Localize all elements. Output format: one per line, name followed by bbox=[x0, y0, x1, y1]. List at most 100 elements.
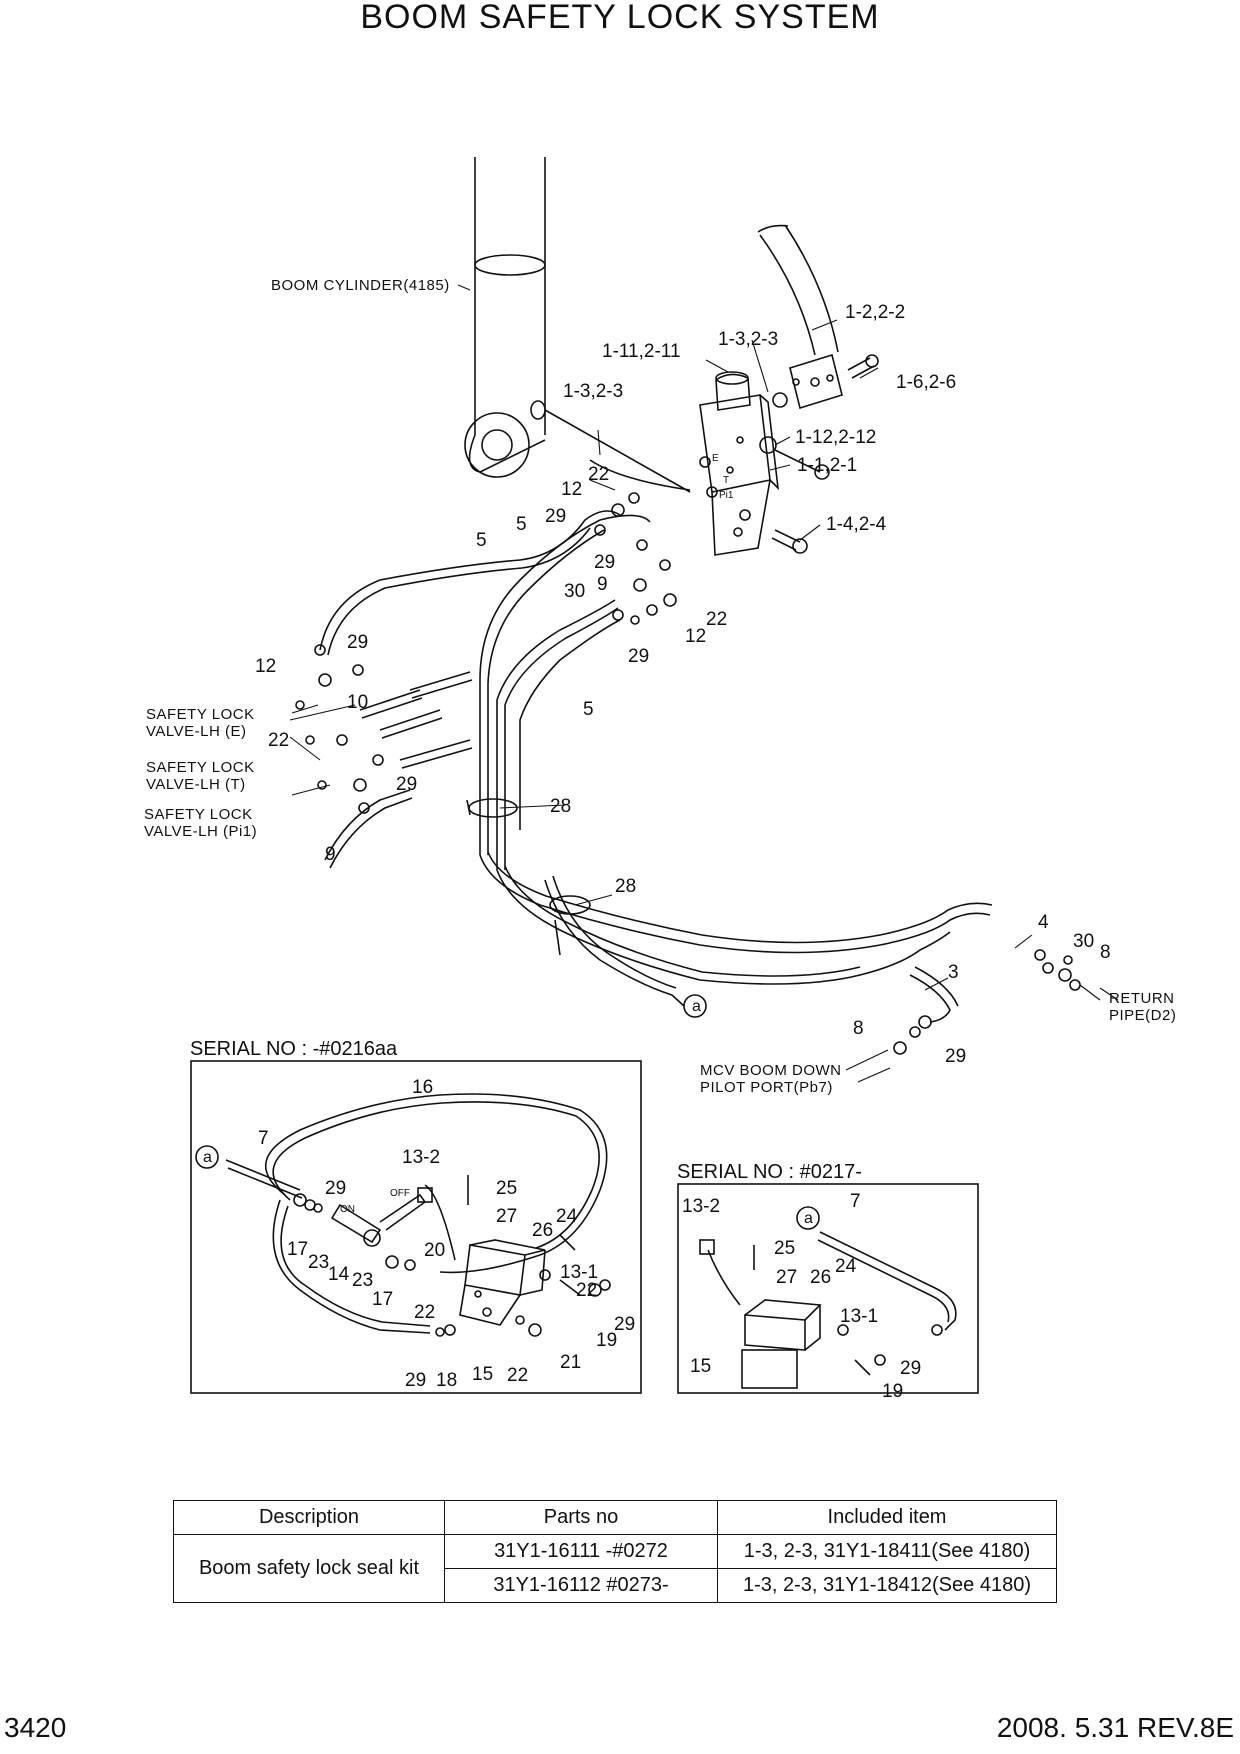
header-included: Included item bbox=[717, 1500, 1057, 1535]
cell-included-1: 1-3, 2-3, 31Y1-18411(See 4180) bbox=[717, 1534, 1057, 1569]
callout-18: 18 bbox=[436, 1370, 457, 1391]
callout-1-12: 1-12,2-12 bbox=[795, 427, 876, 448]
callout-21: 21 bbox=[560, 1352, 581, 1373]
callout-8-right: 8 bbox=[1100, 942, 1111, 963]
callout-22-inset-l: 22 bbox=[414, 1302, 435, 1323]
header-parts-no: Parts no bbox=[444, 1500, 718, 1535]
serial-left: SERIAL NO : -#0216aa bbox=[190, 1038, 398, 1060]
callout-4: 4 bbox=[1038, 912, 1049, 933]
callout-26-left: 26 bbox=[532, 1220, 553, 1241]
callout-12-right: 12 bbox=[685, 626, 706, 647]
callout-1-1: 1-1,2-1 bbox=[797, 455, 857, 476]
callout-1-4: 1-4,2-4 bbox=[826, 514, 887, 535]
callout-29-inset: 29 bbox=[325, 1178, 346, 1199]
callout-23-a: 23 bbox=[308, 1252, 329, 1273]
callout-29-mcv: 29 bbox=[945, 1046, 966, 1067]
callout-13-2-right: 13-2 bbox=[682, 1196, 720, 1217]
callout-22-inset-r: 22 bbox=[576, 1280, 597, 1301]
callout-10: 10 bbox=[347, 692, 368, 713]
callout-17-b: 17 bbox=[372, 1289, 393, 1310]
label-safety-pi-2: VALVE-LH (Pi1) bbox=[144, 823, 257, 840]
callout-13-1-left: 13-1 bbox=[560, 1262, 598, 1283]
callout-5-low: 5 bbox=[583, 699, 594, 720]
callout-13-1-right: 13-1 bbox=[840, 1306, 878, 1327]
fittings bbox=[295, 492, 1081, 1055]
callout-1-2: 1-2,2-2 bbox=[845, 302, 905, 323]
callout-9-low: 9 bbox=[325, 844, 336, 865]
callout-9-mid: 9 bbox=[597, 574, 608, 595]
callout-5-left: 5 bbox=[476, 530, 487, 551]
label-boom-cylinder: BOOM CYLINDER(4185) bbox=[271, 277, 450, 294]
callout-15-left: 15 bbox=[472, 1364, 493, 1385]
callout-1-6: 1-6,2-6 bbox=[896, 372, 956, 393]
callout-22-inset-b: 22 bbox=[507, 1365, 528, 1386]
label-return-2: PIPE(D2) bbox=[1109, 1007, 1176, 1024]
callout-16: 16 bbox=[412, 1077, 433, 1098]
label-safety-t-1: SAFETY LOCK bbox=[146, 759, 255, 776]
callout-7-right: 7 bbox=[850, 1191, 861, 1212]
label-circle-a-left: a bbox=[203, 1149, 212, 1166]
callout-17-a: 17 bbox=[287, 1239, 308, 1260]
label-circle-a-right: a bbox=[804, 1210, 813, 1227]
callout-25-right: 25 bbox=[774, 1238, 795, 1259]
callout-7-left: 7 bbox=[258, 1128, 269, 1149]
callout-28-upper: 28 bbox=[550, 796, 571, 817]
leader-lines bbox=[289, 284, 1119, 1083]
label-safety-t-2: VALVE-LH (T) bbox=[146, 776, 246, 793]
label-mcv-1: MCV BOOM DOWN bbox=[700, 1062, 842, 1079]
callout-12-left: 12 bbox=[255, 656, 276, 677]
callout-24-right: 24 bbox=[835, 1256, 857, 1277]
callout-13-2-left: 13-2 bbox=[402, 1147, 440, 1168]
cell-parts-no-2: 31Y1-16112 #0273- bbox=[444, 1568, 718, 1603]
callout-29-low: 29 bbox=[396, 774, 417, 795]
callout-28-lower: 28 bbox=[615, 876, 636, 897]
callout-30-mid: 30 bbox=[564, 581, 585, 602]
callouts: 1-2,2-2 1-3,2-3 1-11,2-11 1-6,2-6 1-3,2-… bbox=[144, 277, 1176, 1402]
callout-27-left: 27 bbox=[496, 1206, 517, 1227]
callout-22-top: 22 bbox=[588, 464, 609, 485]
callout-1-3-left: 1-3,2-3 bbox=[563, 381, 623, 402]
callout-22-left: 22 bbox=[268, 730, 289, 751]
cell-parts-no-1: 31Y1-16111 -#0272 bbox=[444, 1534, 718, 1569]
inset-right bbox=[677, 1183, 979, 1394]
callout-30-right: 30 bbox=[1073, 931, 1094, 952]
callout-29-left: 29 bbox=[347, 632, 368, 653]
callout-29-right-inset: 29 bbox=[900, 1358, 921, 1379]
callout-20: 20 bbox=[424, 1240, 445, 1261]
label-safety-e-2: VALVE-LH (E) bbox=[146, 723, 246, 740]
callout-29-top: 29 bbox=[545, 506, 566, 527]
supply-pipe bbox=[757, 224, 879, 410]
callout-1-3-upper: 1-3,2-3 bbox=[718, 329, 778, 350]
callout-24-left: 24 bbox=[556, 1206, 578, 1227]
label-on: ON bbox=[340, 1204, 355, 1215]
label-port-t: T bbox=[723, 475, 729, 486]
label-return-1: RETURN bbox=[1109, 990, 1175, 1007]
cell-included-2: 1-3, 2-3, 31Y1-18412(See 4180) bbox=[717, 1568, 1057, 1603]
label-safety-e-1: SAFETY LOCK bbox=[146, 706, 255, 723]
cell-description: Boom safety lock seal kit bbox=[173, 1534, 445, 1603]
safety-lock-valve bbox=[699, 371, 830, 556]
callout-5-top: 5 bbox=[516, 514, 527, 535]
callout-29-inset-r: 29 bbox=[614, 1314, 635, 1335]
inset-left bbox=[190, 1060, 642, 1394]
callout-3: 3 bbox=[948, 962, 959, 983]
callout-14: 14 bbox=[328, 1264, 350, 1285]
seal-kit-table: Description Parts no Included item Boom … bbox=[173, 1500, 1057, 1603]
callout-15-right: 15 bbox=[690, 1356, 711, 1377]
label-mcv-2: PILOT PORT(Pb7) bbox=[700, 1079, 833, 1096]
callout-8-low: 8 bbox=[853, 1018, 864, 1039]
label-safety-pi-1: SAFETY LOCK bbox=[144, 806, 253, 823]
label-circle-a-main: a bbox=[692, 998, 701, 1015]
revision-date: 2008. 5.31 REV.8E bbox=[996, 1712, 1234, 1743]
label-off: OFF bbox=[390, 1188, 410, 1199]
label-port-pi1: Pi1 bbox=[719, 490, 734, 501]
hose-lines bbox=[319, 409, 993, 1023]
callout-25-left: 25 bbox=[496, 1178, 517, 1199]
serial-right: SERIAL NO : #0217- bbox=[677, 1161, 862, 1183]
ref-circle-a bbox=[671, 994, 707, 1018]
callout-19-left: 19 bbox=[596, 1330, 617, 1351]
callout-27-right: 27 bbox=[776, 1267, 797, 1288]
callout-29-inset-b: 29 bbox=[405, 1370, 426, 1391]
callout-19-right: 19 bbox=[882, 1381, 903, 1402]
